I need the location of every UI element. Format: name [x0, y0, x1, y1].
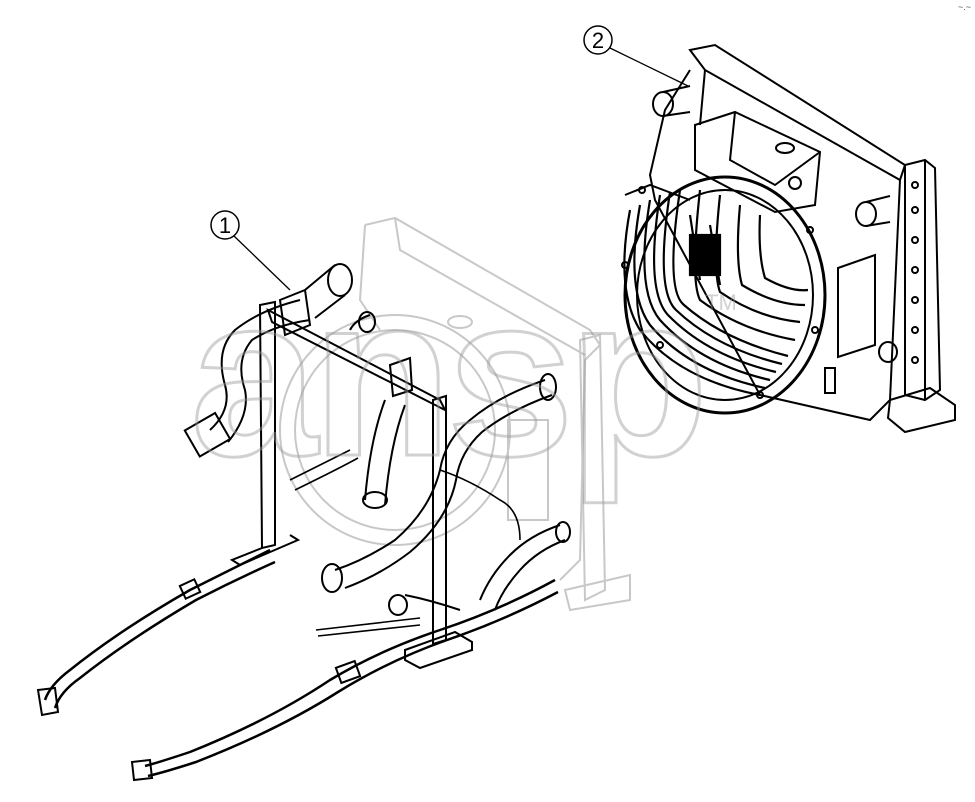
radiator-assembly-2 [621, 43, 956, 434]
callout-2: 2 [583, 25, 689, 87]
ghost-radiator [279, 216, 631, 612]
hose-frame-assembly-1 [36, 263, 571, 782]
callout-1: 1 [210, 210, 291, 291]
callout-2-label: 2 [592, 28, 604, 53]
leader-line-2 [609, 47, 689, 87]
corner-mark: ~.~ [957, 2, 971, 12]
fan-guard [623, 189, 809, 397]
watermark-trademark: TM [705, 290, 737, 315]
watermark: ansp TM [189, 246, 737, 506]
callout-1-label: 1 [219, 213, 231, 238]
leader-line-1 [233, 235, 291, 291]
watermark-text: ansp [190, 247, 703, 504]
